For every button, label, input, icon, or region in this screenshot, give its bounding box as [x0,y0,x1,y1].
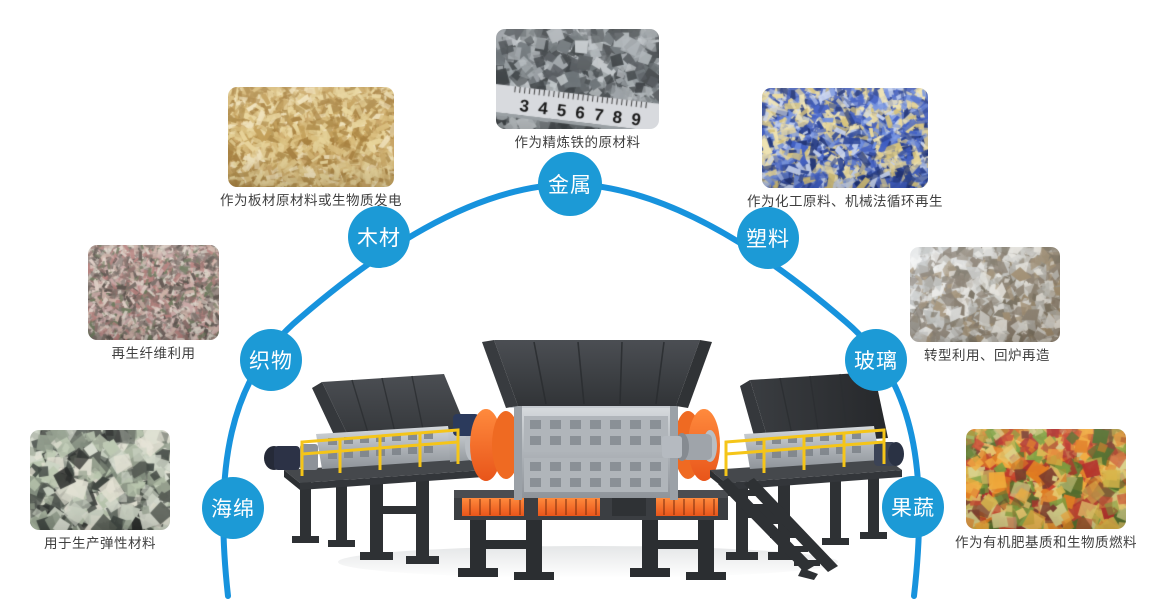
caption-wood: 作为板材原材料或生物质发电 [220,193,402,208]
foam-sponge-waste-photo [30,430,170,530]
card-textile: 再生纤维利用 [88,245,219,362]
node-wood[interactable]: 木材 [348,206,410,268]
shredder-machine-illustration [264,340,904,580]
shredded-plastic-photo [762,88,928,188]
node-sponge[interactable]: 海绵 [202,477,264,539]
caption-sponge: 用于生产弹性材料 [44,536,156,551]
fruit-vegetable-waste-photo [966,429,1126,529]
wood-chips-photo [228,87,394,187]
card-fruit: 作为有机肥基质和生物质燃料 [955,429,1137,551]
scrap-metal-photo [496,29,659,129]
node-glass[interactable]: 玻璃 [845,329,907,391]
caption-metal: 作为精炼铁的原材料 [514,135,641,150]
card-glass: 转型利用、回炉再造 [910,247,1060,364]
mixed-textile-waste-photo [88,245,219,340]
caption-fruit: 作为有机肥基质和生物质燃料 [955,535,1137,550]
node-metal[interactable]: 金属 [538,152,602,216]
node-plastic[interactable]: 塑料 [737,207,799,269]
card-metal: 作为精炼铁的原材料 [496,29,659,151]
caption-plastic: 作为化工原料、机械法循环再生 [747,194,943,209]
caption-textile: 再生纤维利用 [111,346,196,361]
node-fruit[interactable]: 果蔬 [882,476,944,538]
card-plastic: 作为化工原料、机械法循环再生 [747,88,943,210]
crushed-glass-photo [910,247,1060,342]
card-wood: 作为板材原材料或生物质发电 [220,87,402,209]
node-textile[interactable]: 织物 [240,329,302,391]
card-sponge: 用于生产弹性材料 [30,430,170,552]
caption-glass: 转型利用、回炉再造 [924,348,1050,363]
